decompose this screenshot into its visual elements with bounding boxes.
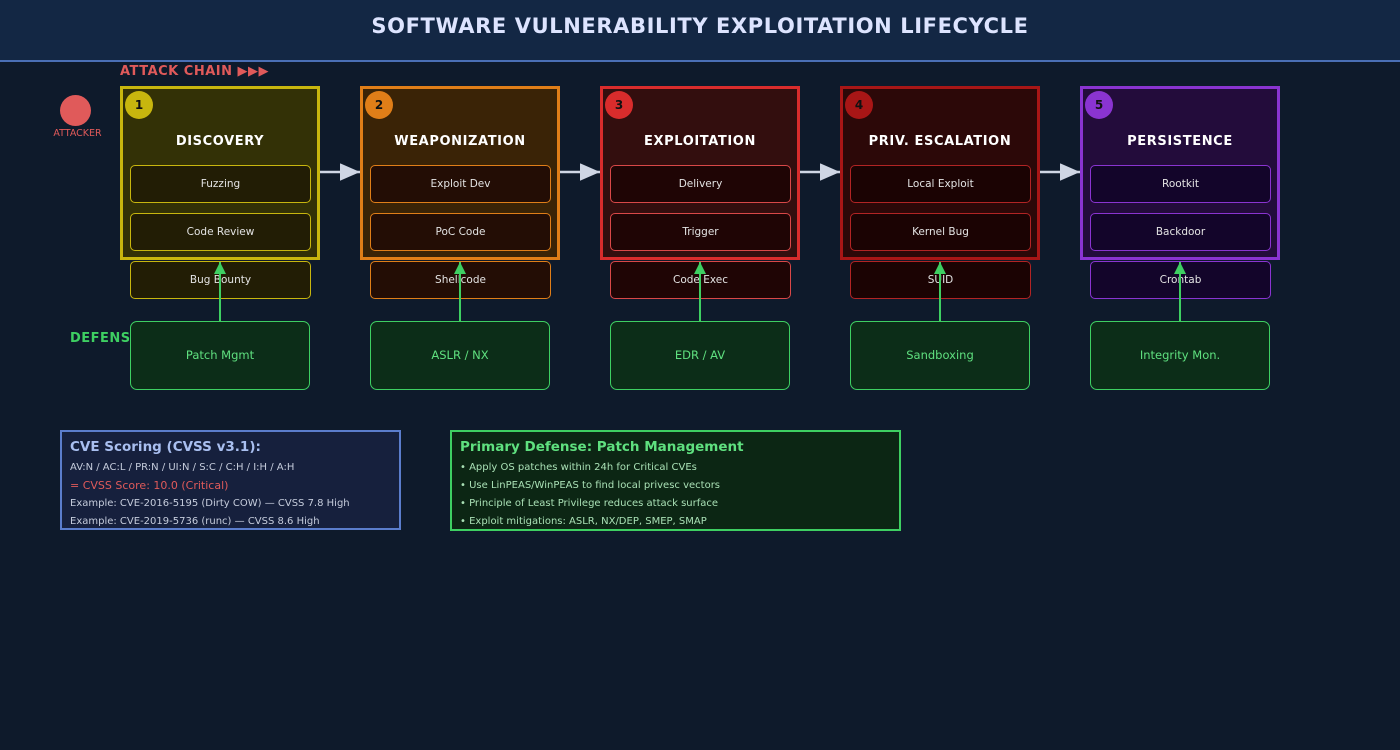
stage-number-badge: 3	[605, 91, 633, 119]
defense-item: • Use LinPEAS/WinPEAS to find local priv…	[460, 480, 721, 491]
defense-control: Patch Mgmt	[130, 321, 310, 390]
defense-label: DEFENSE	[70, 331, 141, 346]
stage-number-badge: 2	[365, 91, 393, 119]
stage-technique: Backdoor	[1090, 213, 1271, 251]
defense-item: • Apply OS patches within 24h for Critic…	[460, 462, 697, 473]
stage-number-badge: 1	[125, 91, 153, 119]
stage-technique: PoC Code	[370, 213, 551, 251]
stage-technique: Exploit Dev	[370, 165, 551, 203]
cve-example: Example: CVE-2016-5195 (Dirty COW) — CVS…	[70, 498, 350, 509]
cvss-vector: AV:N / AC:L / PR:N / UI:N / S:C / C:H / …	[70, 462, 295, 473]
stage-technique: Kernel Bug	[850, 213, 1031, 251]
stage-title: PRIV. ESCALATION	[868, 134, 1012, 149]
stage-title: EXPLOITATION	[644, 134, 756, 149]
stage-technique: Delivery	[610, 165, 791, 203]
stage-technique: Code Review	[130, 213, 311, 251]
header-bar	[0, 0, 1400, 62]
defense-item: • Principle of Least Privilege reduces a…	[460, 498, 719, 509]
cve-box-title: CVE Scoring (CVSS v3.1):	[70, 439, 261, 455]
cve-scoring-box: CVE Scoring (CVSS v3.1): AV:N / AC:L / P…	[60, 430, 401, 530]
defense-control: Sandboxing	[850, 321, 1030, 390]
stage-technique: Trigger	[610, 213, 791, 251]
stage-technique: Rootkit	[1090, 165, 1271, 203]
stage-technique: Fuzzing	[130, 165, 311, 203]
attacker-icon	[60, 95, 91, 126]
defense-control: EDR / AV	[610, 321, 790, 390]
stage-title: DISCOVERY	[175, 134, 265, 149]
primary-defense-box: Primary Defense: Patch Management • Appl…	[450, 430, 901, 531]
stage-title: WEAPONIZATION	[394, 134, 526, 149]
defense-item: • Exploit mitigations: ASLR, NX/DEP, SME…	[460, 516, 707, 527]
cve-example: Example: CVE-2019-5736 (runc) — CVSS 8.6…	[70, 516, 320, 527]
stage-number-badge: 5	[1085, 91, 1113, 119]
attacker-label: ATTACKER	[53, 128, 102, 139]
defense-box-title: Primary Defense: Patch Management	[460, 439, 744, 455]
cvss-score: = CVSS Score: 10.0 (Critical)	[70, 479, 229, 492]
stage-number-badge: 4	[845, 91, 873, 119]
attack-chain-label: ATTACK CHAIN ▶▶▶	[120, 64, 269, 79]
page-title: SOFTWARE VULNERABILITY EXPLOITATION LIFE…	[371, 14, 1029, 38]
defense-control: ASLR / NX	[370, 321, 550, 390]
stage-technique: Local Exploit	[850, 165, 1031, 203]
defense-control: Integrity Mon.	[1090, 321, 1270, 390]
stage-title: PERSISTENCE	[1127, 134, 1233, 149]
